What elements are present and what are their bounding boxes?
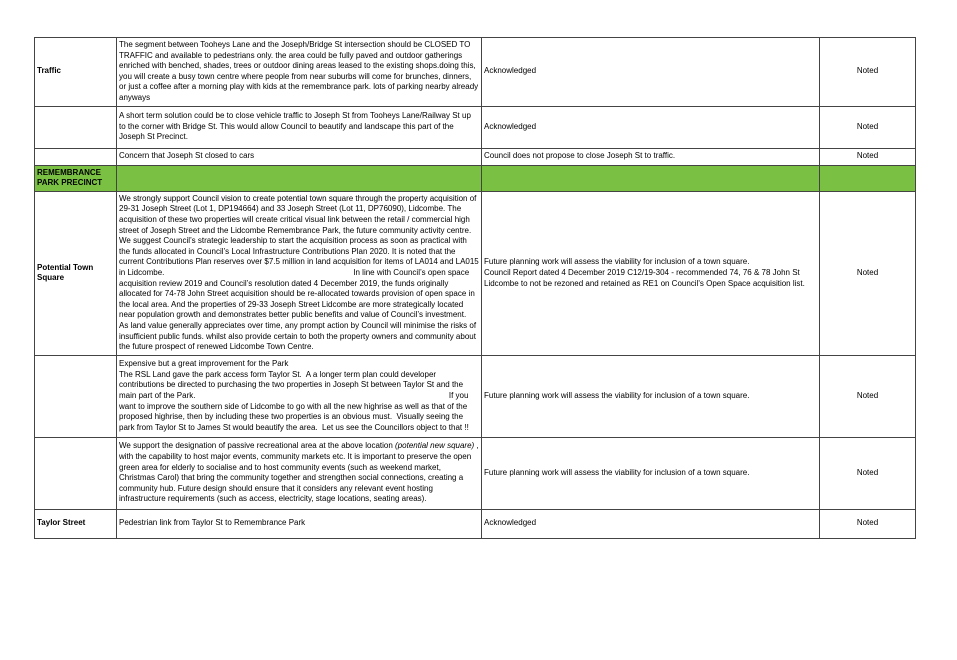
response-paragraph: Future planning work will assess the via… (484, 257, 750, 267)
status-cell: Noted (819, 37, 916, 107)
status-cell: Noted (819, 436, 916, 510)
comment-paragraph: The RSL Land gave the park access form T… (119, 369, 471, 432)
table-row: Expensive but a great improvement for th… (34, 354, 916, 438)
table-row: We support the designation of passive re… (34, 436, 916, 510)
table-row: Traffic The segment between Tooheys Lane… (34, 37, 916, 107)
response-cell: Future planning work will assess the via… (481, 354, 820, 438)
table-row: Concern that Joseph St closed to cars Co… (34, 147, 916, 166)
comment-cell: Concern that Joseph St closed to cars (116, 147, 482, 166)
submissions-table: Traffic The segment between Tooheys Lane… (34, 37, 916, 539)
status-cell: Noted (819, 508, 916, 539)
comment-cell: Pedestrian link from Taylor St to Rememb… (116, 508, 482, 539)
section-fill (819, 164, 916, 192)
response-cell: Future planning work will assess the via… (481, 436, 820, 510)
status-cell: Noted (819, 105, 916, 149)
comment-cell: We support the designation of passive re… (116, 436, 482, 510)
comment-paragraph: We strongly support Council vision to cr… (119, 193, 479, 235)
response-cell: Acknowledged (481, 508, 820, 539)
comment-cell: A short term solution could be to close … (116, 105, 482, 149)
category-cell: Taylor Street (34, 508, 117, 539)
status-cell: Noted (819, 190, 916, 356)
section-title: REMEMBRANCE PARK PRECINCT (34, 164, 117, 192)
section-fill (481, 164, 820, 192)
category-cell (34, 354, 117, 438)
table-row: Taylor Street Pedestrian link from Taylo… (34, 508, 916, 539)
comment-paragraph: As land value generally appreciates over… (119, 320, 479, 352)
comment-paragraph: Expensive but a great improvement for th… (119, 359, 289, 369)
response-cell: Future planning work will assess the via… (481, 190, 820, 356)
category-cell (34, 436, 117, 510)
table-row: A short term solution could be to close … (34, 105, 916, 149)
response-cell: Council does not propose to close Joseph… (481, 147, 820, 166)
comment-cell: We strongly support Council vision to cr… (116, 190, 482, 356)
section-fill (116, 164, 482, 192)
comment-cell: The segment between Tooheys Lane and the… (116, 37, 482, 107)
response-paragraph: Council Report dated 4 December 2019 C12… (484, 267, 805, 288)
table-row: Potential Town Square We strongly suppor… (34, 190, 916, 356)
status-cell: Noted (819, 147, 916, 166)
comment-paragraph: We suggest Council’s strategic leadershi… (119, 236, 481, 320)
category-cell (34, 105, 117, 149)
category-cell (34, 147, 117, 166)
status-cell: Noted (819, 354, 916, 438)
category-cell: Potential Town Square (34, 190, 117, 356)
comment-text: We support the designation of passive re… (119, 441, 396, 451)
comment-emphasis: (potential new square) (395, 441, 475, 451)
comment-cell: Expensive but a great improvement for th… (116, 354, 482, 438)
category-cell: Traffic (34, 37, 117, 107)
comment-text: , with the capability to host major even… (119, 441, 479, 504)
section-header-row: REMEMBRANCE PARK PRECINCT (34, 164, 916, 192)
response-cell: Acknowledged (481, 105, 820, 149)
response-cell: Acknowledged (481, 37, 820, 107)
